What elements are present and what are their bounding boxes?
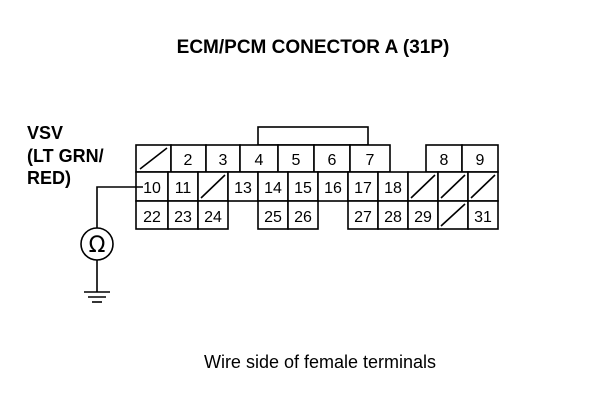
terminal-label: 3: [219, 152, 228, 169]
terminal-9: [461, 144, 499, 173]
connector-lock-tab: [257, 126, 369, 146]
terminal-20-slash: [440, 174, 466, 199]
terminal-label: 25: [264, 209, 282, 226]
terminal-28: [377, 200, 409, 230]
terminal-label: 5: [292, 152, 301, 169]
terminal-label: 26: [294, 209, 312, 226]
terminal-14: [257, 171, 289, 202]
terminal-label: 28: [384, 209, 402, 226]
terminal-1-slash: [139, 147, 168, 170]
terminal-11: [167, 171, 199, 202]
terminal-label: 9: [476, 152, 485, 169]
terminal-label: 22: [143, 209, 161, 226]
terminal-label: 14: [264, 180, 282, 197]
terminal-22: [135, 200, 169, 230]
terminal-7: [349, 144, 391, 173]
connector-row-1: 2 3 4 5 6 7 8 9: [135, 144, 499, 173]
wire-color-line1: (LT GRN/: [27, 146, 104, 166]
terminal-19-slash: [410, 174, 436, 199]
terminal-15: [287, 171, 319, 202]
terminal-label: 17: [354, 180, 372, 197]
terminal-17: [347, 171, 379, 202]
terminal-29: [407, 200, 439, 230]
terminal-label: 11: [175, 180, 192, 197]
wire-color-line2: RED): [27, 168, 71, 188]
ohm-symbol: Ω: [89, 233, 106, 258]
terminal-label: 2: [184, 152, 193, 169]
terminal-16: [317, 171, 349, 202]
terminal-label: 8: [440, 152, 449, 169]
terminal-24: [197, 200, 229, 230]
terminal-label: 23: [174, 209, 192, 226]
terminal-30-slash: [440, 203, 466, 227]
ground-icon: [84, 291, 110, 303]
terminal-label: 7: [366, 152, 375, 169]
terminal-label: 4: [255, 152, 264, 169]
component-label: VSV: [27, 123, 63, 143]
terminal-label: 13: [234, 180, 252, 197]
terminal-label: 27: [354, 209, 372, 226]
terminal-label: 16: [324, 180, 342, 197]
terminal-31: [467, 200, 499, 230]
terminal-label: 18: [384, 180, 402, 197]
probe-wire: [96, 186, 143, 228]
terminal-label: 15: [294, 180, 312, 197]
terminal-21-slash: [470, 174, 496, 199]
terminal-26: [287, 200, 319, 230]
terminal-label: 10: [143, 180, 161, 197]
connector-row-2: 10 11 13 14 15 16 17 18: [135, 171, 499, 202]
terminal-12-slash: [200, 174, 226, 199]
terminal-23: [167, 200, 199, 230]
terminal-label: 24: [204, 209, 222, 226]
connector-row-3: 22 23 24 25 26 27 28 29 31: [135, 200, 499, 230]
terminal-label: 6: [328, 152, 337, 169]
diagram-title: ECM/PCM CONECTOR A (31P): [177, 37, 450, 58]
diagram-caption: Wire side of female terminals: [204, 352, 436, 372]
terminal-label: 29: [414, 209, 432, 226]
terminal-label: 31: [474, 209, 492, 226]
